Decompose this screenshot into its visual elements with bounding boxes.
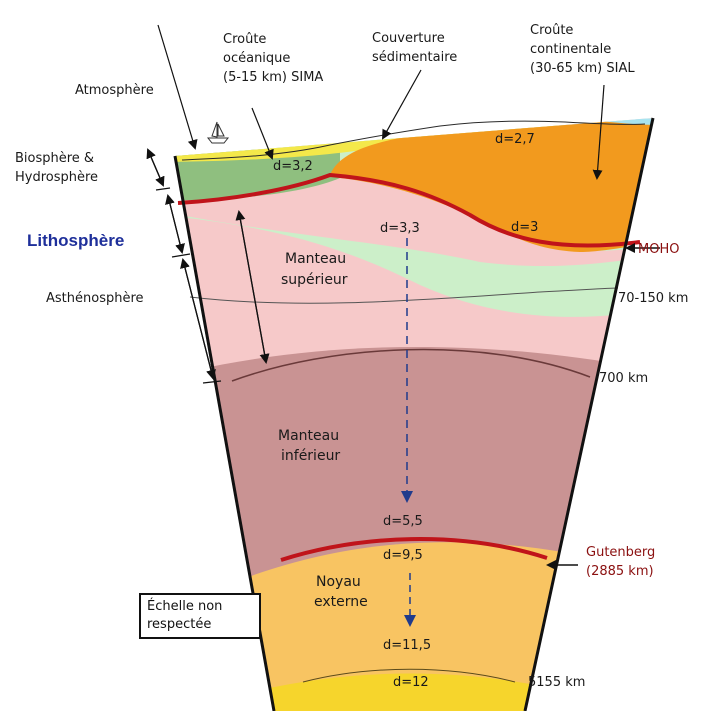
density-core-bottom: d=11,5 (383, 638, 431, 653)
continental-crust-label-line3: (30-65 km) SIAL (530, 61, 635, 76)
density-mantle-bottom: d=5,5 (383, 514, 423, 529)
oceanic-crust-label-line1: Croûte (223, 32, 266, 47)
sediment-label-line1: Couverture (372, 31, 445, 46)
continental-crust-label-line1: Croûte (530, 23, 573, 38)
boat-icon (208, 122, 228, 143)
density-continental-crust-top: d=2,7 (495, 132, 535, 147)
gutenberg-label-line1: Gutenberg (586, 545, 655, 560)
lower-mantle-label-line2: inférieur (281, 448, 340, 464)
density-mantle-top: d=3,3 (380, 221, 420, 236)
density-continental-root: d=3 (511, 220, 538, 235)
upper-mantle-label-line2: supérieur (281, 272, 348, 288)
biosphere-label-line2: Hydrosphère (15, 170, 98, 185)
sediment-pointer (383, 70, 421, 138)
sediment-label-line2: sédimentaire (372, 50, 457, 65)
outer-core-label-line1: Noyau (316, 574, 361, 590)
oceanic-crust-label-line2: océanique (223, 51, 290, 66)
asthenosphere-label: Asthénosphère (46, 291, 144, 306)
oceanic-crust-label-line3: (5-15 km) SIMA (223, 70, 323, 85)
moho-label: MOHO (638, 242, 679, 257)
scale-note-line1: Échelle non (147, 598, 259, 616)
depth-700-label: 700 km (599, 371, 648, 386)
density-oceanic-crust: d=3,2 (273, 159, 313, 174)
biosphere-label-line1: Biosphère & (15, 151, 94, 166)
continental-crust-label-line2: continentale (530, 42, 611, 57)
density-inner-core: d=12 (393, 675, 429, 690)
outer-core-label-line2: externe (314, 594, 368, 610)
atmosphere-label: Atmosphère (75, 83, 154, 98)
lithosphere-label: Lithosphère (27, 231, 124, 250)
scale-note-line2: respectée (147, 616, 259, 634)
depth-70-150-label: 70-150 km (618, 291, 688, 306)
gutenberg-label-line2: (2885 km) (586, 564, 654, 579)
depth-5155-label: 5155 km (528, 675, 585, 690)
scale-note-box: Échelle non respectée (139, 593, 261, 639)
density-core-top: d=9,5 (383, 548, 423, 563)
lower-mantle-label-line1: Manteau (278, 428, 339, 444)
atmosphere-arrow (158, 25, 195, 148)
upper-mantle-label-line1: Manteau (285, 251, 346, 267)
